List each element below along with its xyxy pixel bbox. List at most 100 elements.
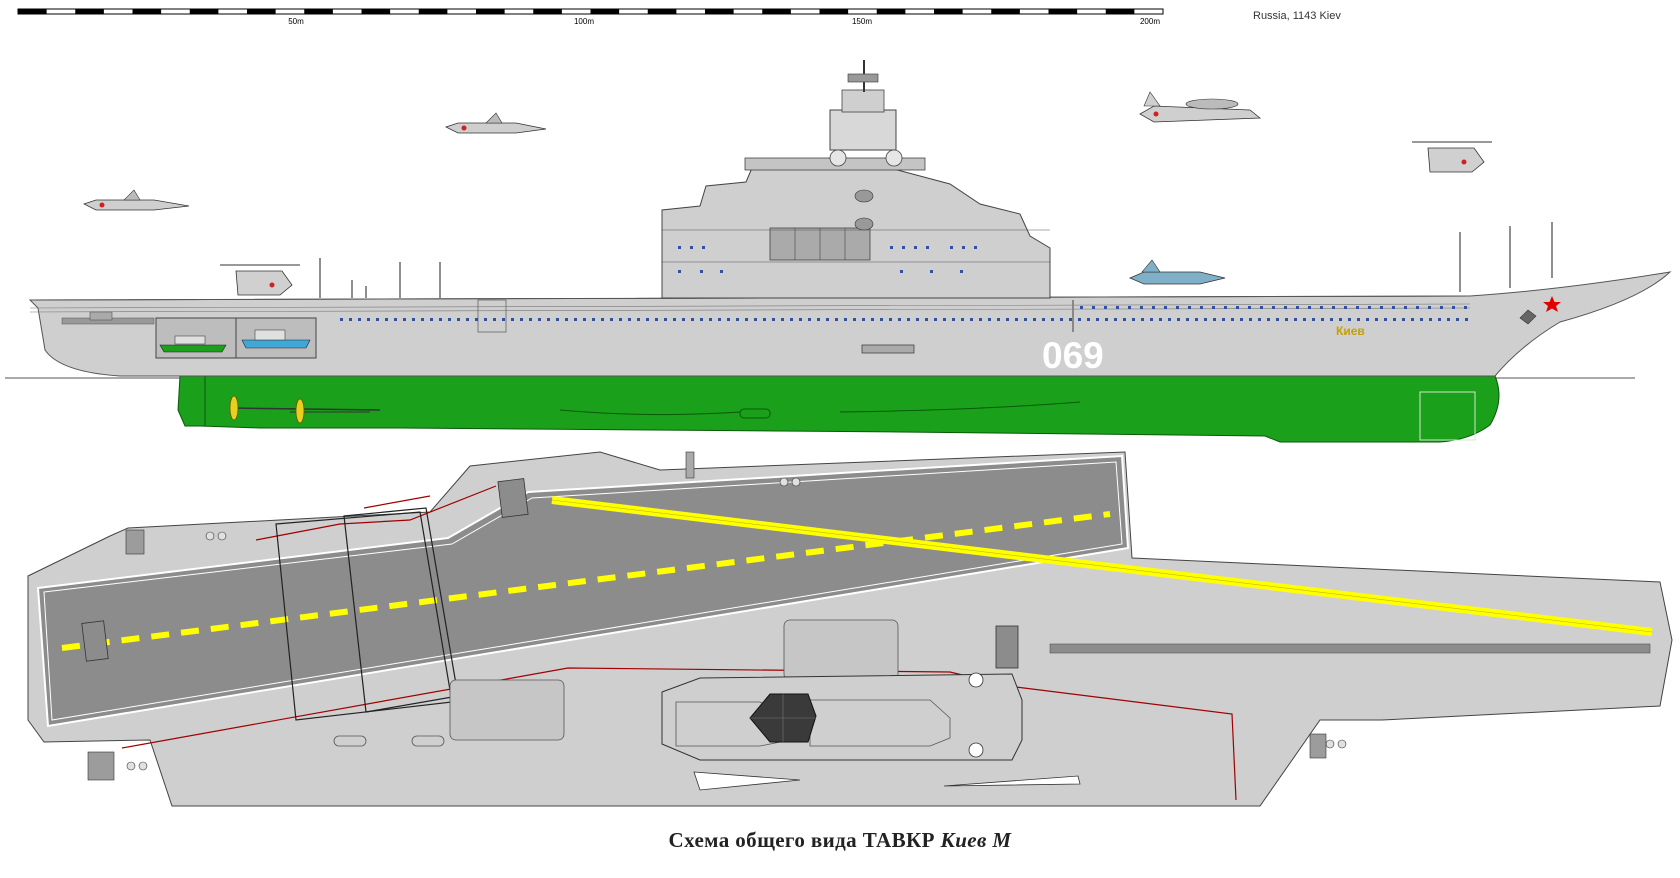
helicopter-icon — [220, 264, 300, 296]
porthole — [1141, 318, 1144, 321]
porthole — [1452, 306, 1455, 309]
diagram-caption: Схема общего вида ТАВКР Киев М — [0, 828, 1680, 853]
porthole — [1276, 318, 1279, 321]
caption-ship-name: Киев М — [940, 828, 1012, 852]
porthole — [1168, 318, 1171, 321]
porthole — [979, 318, 982, 321]
porthole — [1440, 306, 1443, 309]
porthole — [619, 318, 622, 321]
porthole — [871, 318, 874, 321]
porthole — [1368, 306, 1371, 309]
porthole — [934, 318, 937, 321]
porthole — [1285, 318, 1288, 321]
porthole — [1348, 318, 1351, 321]
porthole — [646, 318, 649, 321]
scale-segment — [304, 9, 333, 14]
hull-number: 069 — [1042, 335, 1104, 376]
helicopter-icon — [1412, 141, 1492, 173]
porthole — [1375, 318, 1378, 321]
porthole — [880, 318, 883, 321]
porthole — [682, 318, 685, 321]
porthole — [628, 318, 631, 321]
porthole — [943, 318, 946, 321]
porthole — [592, 318, 595, 321]
porthole — [1080, 306, 1083, 309]
porthole — [790, 318, 793, 321]
porthole — [763, 318, 766, 321]
awacs-plane-icon — [1139, 91, 1262, 123]
scale-label-200: 200m — [1140, 17, 1160, 26]
porthole — [844, 318, 847, 321]
porthole — [556, 318, 559, 321]
porthole — [502, 318, 505, 321]
porthole — [1308, 306, 1311, 309]
porthole — [898, 318, 901, 321]
porthole — [1150, 318, 1153, 321]
porthole — [1267, 318, 1270, 321]
porthole — [394, 318, 397, 321]
porthole — [709, 318, 712, 321]
porthole — [1204, 318, 1207, 321]
fighter-jet-icon — [444, 112, 547, 134]
skeg — [177, 375, 206, 427]
porthole — [376, 318, 379, 321]
porthole — [1096, 318, 1099, 321]
scale-label-150: 150m — [852, 17, 872, 26]
porthole — [1429, 318, 1432, 321]
porthole — [1357, 318, 1360, 321]
porthole — [1294, 318, 1297, 321]
porthole — [1393, 318, 1396, 321]
porthole — [1060, 318, 1063, 321]
porthole — [1332, 306, 1335, 309]
scale-segment — [75, 9, 104, 14]
porthole — [1231, 318, 1234, 321]
porthole — [574, 318, 577, 321]
scale-segment — [647, 9, 677, 14]
porthole — [529, 318, 532, 321]
porthole — [1447, 318, 1450, 321]
porthole — [970, 318, 973, 321]
island-plan — [661, 672, 1023, 761]
caption-prefix: Схема общего вида ТАВКР — [668, 828, 935, 852]
porthole — [1248, 306, 1251, 309]
island-superstructure — [661, 60, 1051, 299]
scale-bar: 50m 100m 150m 200m — [17, 8, 1164, 26]
porthole — [1140, 306, 1143, 309]
porthole — [367, 318, 370, 321]
porthole — [1303, 318, 1306, 321]
porthole — [565, 318, 568, 321]
porthole — [349, 318, 352, 321]
scale-segment — [1048, 9, 1078, 14]
porthole — [754, 318, 757, 321]
porthole — [430, 318, 433, 321]
porthole — [1339, 318, 1342, 321]
scale-segment — [132, 9, 162, 14]
porthole — [340, 318, 343, 321]
porthole — [1438, 318, 1441, 321]
porthole — [889, 318, 892, 321]
porthole — [1186, 318, 1189, 321]
propeller-icon — [229, 395, 239, 421]
porthole — [826, 318, 829, 321]
plan-view — [27, 451, 1673, 807]
porthole — [1164, 306, 1167, 309]
porthole — [736, 318, 739, 321]
porthole — [1356, 306, 1359, 309]
porthole — [1033, 318, 1036, 321]
porthole — [1105, 318, 1108, 321]
scale-segment — [934, 9, 963, 14]
porthole — [1015, 318, 1018, 321]
porthole — [1200, 306, 1203, 309]
porthole — [1296, 306, 1299, 309]
porthole — [664, 318, 667, 321]
porthole — [1384, 318, 1387, 321]
porthole — [952, 318, 955, 321]
anchor-icon — [1519, 309, 1537, 325]
porthole — [1260, 306, 1263, 309]
porthole — [1176, 306, 1179, 309]
hull-upper — [28, 271, 1672, 377]
porthole — [511, 318, 514, 321]
porthole — [1428, 306, 1431, 309]
scale-segment — [705, 9, 734, 14]
porthole — [916, 318, 919, 321]
